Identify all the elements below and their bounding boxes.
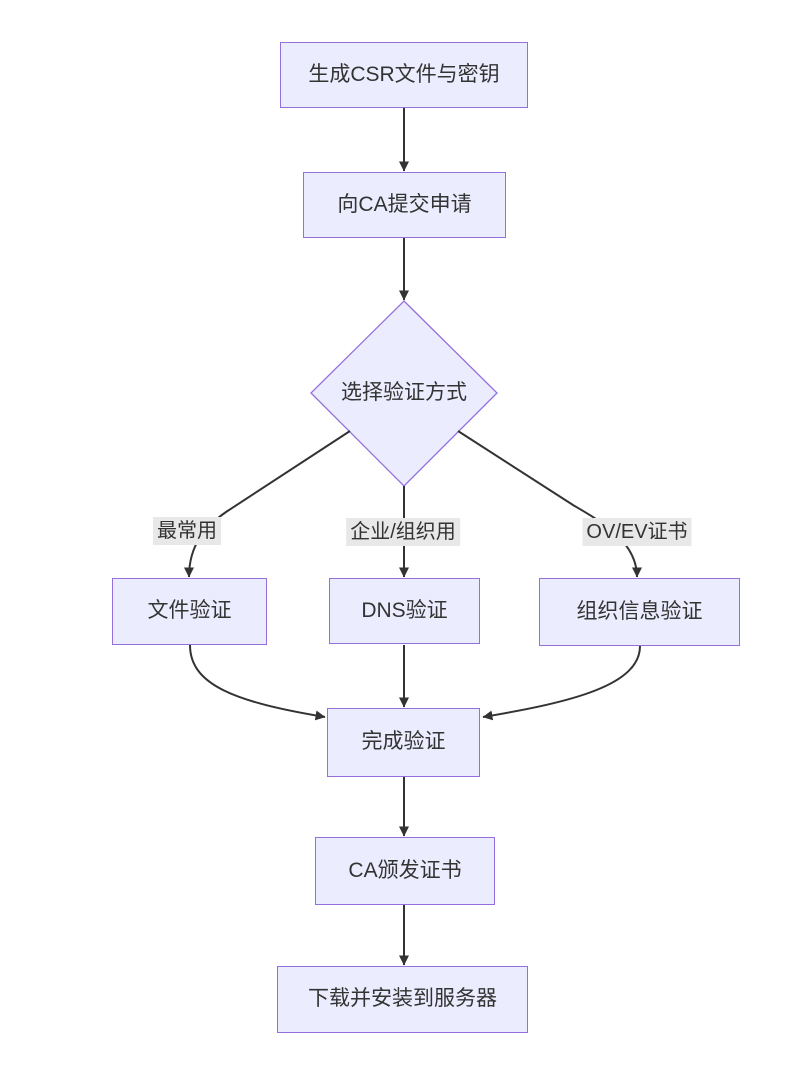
node-file-validation: 文件验证 [112,578,267,645]
node-org-validation: 组织信息验证 [539,578,740,646]
edge-label-most-common: 最常用 [153,517,221,545]
node-complete-validation: 完成验证 [327,708,480,777]
node-choose-validation: 选择验证方式 [341,380,467,404]
edge-label-ov-ev-cert: OV/EV证书 [582,518,692,546]
node-issue-cert: CA颁发证书 [315,837,495,905]
edge-file-to-complete [189,644,326,721]
node-submit-ca: 向CA提交申请 [303,172,506,238]
node-generate-csr: 生成CSR文件与密钥 [280,42,528,108]
edge-org-to-complete [482,645,641,721]
node-install-cert: 下载并安装到服务器 [277,966,528,1033]
edge-label-enterprise-org: 企业/组织用 [346,518,460,546]
node-dns-validation: DNS验证 [329,578,480,644]
